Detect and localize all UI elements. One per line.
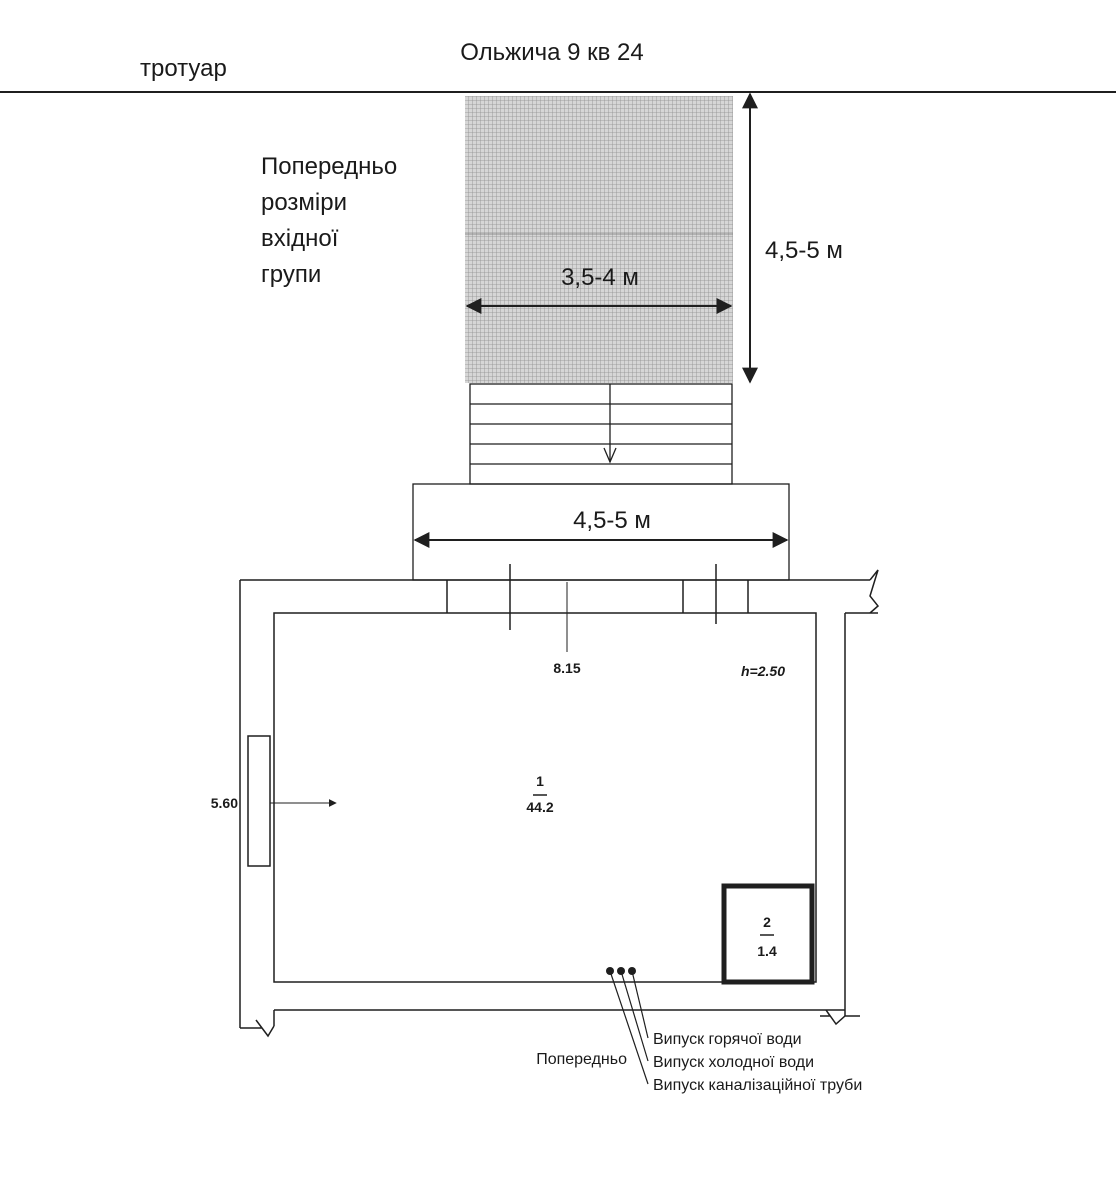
ceiling-height-label: h=2.50 bbox=[741, 663, 785, 679]
utility-outlets bbox=[606, 967, 649, 1085]
platform-width-label: 4,5-5 м bbox=[573, 507, 651, 534]
address-title: Ольжича 9 кв 24 bbox=[460, 39, 644, 66]
leader-cold-water bbox=[620, 970, 649, 1062]
entrance-zone bbox=[465, 96, 733, 383]
leader-hot-water bbox=[631, 970, 649, 1039]
room-1-area: 44.2 bbox=[526, 799, 553, 815]
entrance-width-label: 3,5-4 м bbox=[561, 264, 639, 291]
room-2-area: 1.4 bbox=[757, 943, 777, 959]
utilities-prelim-label: Попередньо bbox=[536, 1051, 627, 1068]
room-width-label: 5.60 bbox=[211, 795, 238, 811]
room-length-label: 8.15 bbox=[553, 660, 580, 676]
entrance-note-line-3: вхідної bbox=[261, 225, 339, 252]
entrance-note-line-4: групи bbox=[261, 261, 321, 288]
room-2 bbox=[721, 883, 815, 985]
stairs bbox=[469, 383, 733, 485]
room-2-number: 2 bbox=[763, 914, 771, 930]
entrance-note-line-2: розміри bbox=[261, 189, 347, 216]
utility-sewer-label: Випуск каналізаційної труби bbox=[653, 1077, 862, 1094]
entrance-depth-label: 4,5-5 м bbox=[765, 237, 843, 264]
entrance-note-line-1: Попередньо bbox=[261, 153, 397, 180]
utility-hot-water-label: Випуск горячої води bbox=[653, 1031, 802, 1048]
room-1-number: 1 bbox=[536, 773, 544, 789]
sidewalk-label: тротуар bbox=[140, 55, 227, 82]
entrance-note: Попередньо розміри вхідної групи bbox=[261, 153, 397, 288]
utility-cold-water-label: Випуск холодної води bbox=[653, 1054, 814, 1071]
walls bbox=[239, 564, 880, 1038]
leader-sewer bbox=[609, 970, 649, 1085]
